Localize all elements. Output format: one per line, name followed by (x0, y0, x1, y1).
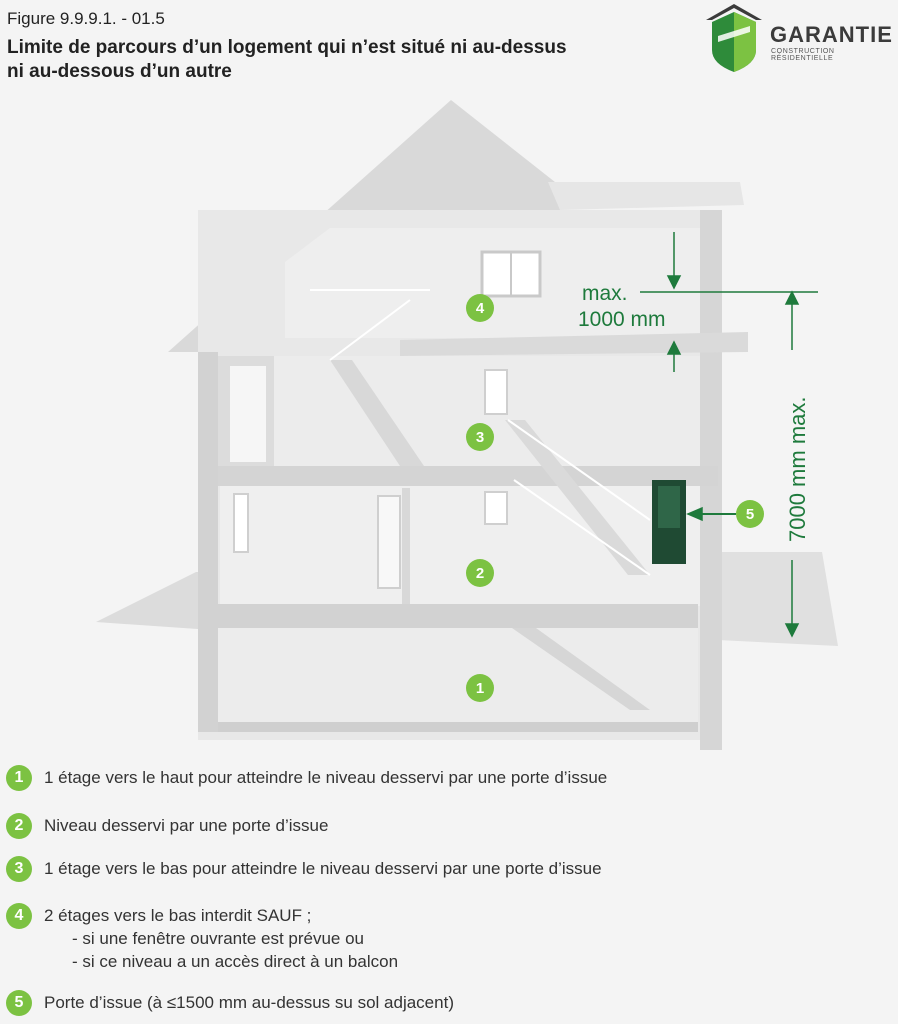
legend-sub-4a: - si une fenêtre ouvrante est prévue ou (72, 929, 365, 948)
ground-left (96, 572, 212, 630)
legend-badge-3: 3 (6, 856, 32, 882)
stair-lower (512, 628, 650, 710)
dim-small-label-1: max. (582, 282, 628, 305)
legend-text-3: 1 étage vers le bas pour atteindre le ni… (44, 859, 602, 878)
marker-3-icon (466, 423, 494, 451)
legend-sub-4b: - si ce niveau a un accès direct à un ba… (72, 952, 399, 971)
marker-2: 2 (476, 565, 484, 582)
marker-5: 5 (746, 506, 754, 523)
dim-small-label-2: 1000 mm (578, 308, 666, 331)
marker-3: 3 (476, 429, 484, 446)
logo-subtitle: CONSTRUCTION RÉSIDENTIELLE (771, 48, 835, 62)
legend-text-2: Niveau desservi par une porte d’issue (44, 816, 329, 835)
basement (218, 628, 698, 726)
railings (310, 289, 651, 576)
figure-label: Figure 9.9.9.1. - 01.5 (7, 9, 165, 28)
ground-right (718, 552, 838, 646)
level-3-room (220, 356, 700, 466)
floor-slab-4 (400, 332, 748, 356)
legend-text-4: 2 étages vers le bas interdit SAUF ; (44, 906, 312, 925)
legend-badge-5: 5 (6, 990, 32, 1016)
markers: 4 3 2 1 5 (466, 294, 764, 702)
floor-slab-3 (218, 466, 718, 486)
legend-badge-4: 4 (6, 903, 32, 929)
stair-middle (505, 420, 650, 575)
figure-title: Limite de parcours d’un logement qui n’e… (7, 37, 567, 82)
logo-wordmark: GARANTIE (770, 22, 893, 47)
house-shield-icon (706, 4, 762, 72)
marker-1-icon (466, 674, 494, 702)
dimension-lines (640, 232, 818, 638)
legend-badge-2: 2 (6, 813, 32, 839)
dim-large-label: 7000 mm max. (785, 397, 810, 543)
legend-text-1: 1 étage vers le haut pour atteindre le n… (44, 768, 608, 787)
marker-2-icon (466, 559, 494, 587)
exterior-wall-left (198, 352, 218, 732)
legend-badge-1: 1 (6, 765, 32, 791)
garantie-logo: GARANTIE CONSTRUCTION RÉSIDENTIELLE (704, 2, 894, 74)
floor-slab-2 (218, 604, 698, 628)
legend-text-5: Porte d’issue (à ≤1500 mm au-dessus su s… (44, 993, 454, 1012)
marker-4: 4 (476, 300, 485, 317)
marker-4-icon (466, 294, 494, 322)
window-3 (484, 369, 508, 415)
house-section-diagram: max. 1000 mm 7000 mm max. 4 3 2 1 5 (96, 100, 838, 750)
stair-upper (330, 360, 424, 466)
marker-1: 1 (476, 680, 484, 697)
marker-5-icon (736, 500, 764, 528)
roof-right (548, 182, 744, 210)
